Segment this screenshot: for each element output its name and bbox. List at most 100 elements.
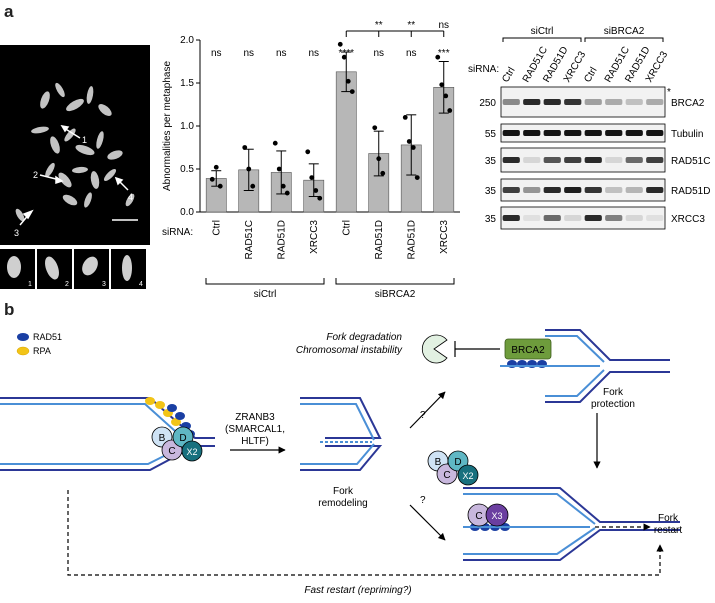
blot-band	[523, 157, 541, 163]
y-tick-label: 0.5	[180, 164, 194, 175]
rad51-legend-marker	[17, 333, 29, 341]
data-point	[276, 166, 282, 172]
inset-label-1: 1	[28, 281, 32, 288]
data-point	[372, 125, 378, 131]
blot-band	[625, 215, 643, 221]
chromosomal-instability-label: Chromosomal instability	[296, 345, 403, 356]
significance-label: ***	[438, 48, 450, 59]
complex-c-label: C	[443, 470, 450, 481]
blot-band	[502, 130, 520, 136]
data-point	[250, 183, 256, 189]
fork1-b-label: B	[159, 433, 166, 444]
data-point	[309, 175, 315, 181]
data-point	[305, 149, 311, 155]
data-point	[410, 145, 416, 150]
blot-group-label: siCtrl	[531, 26, 554, 37]
blot-band	[564, 215, 582, 221]
blot-band	[605, 130, 623, 136]
fast-restart-path	[67, 490, 664, 576]
blot-band	[584, 157, 602, 163]
abnormalities-bar-chart: Abnormalities per metaphase 0.00.51.01.5…	[162, 20, 460, 300]
panel-b-label: b	[4, 300, 15, 319]
fork-restart-line1: Fork	[658, 513, 679, 524]
fast-restart-label: Fast restart (repriming?)	[304, 585, 411, 596]
significance-label: ns	[211, 48, 222, 59]
data-point	[402, 115, 408, 120]
metaphase-micrograph: 1 2 3 4 1 2 3 4	[0, 45, 150, 289]
mw-marker: 55	[485, 129, 497, 140]
restart-c-label: C	[475, 511, 482, 522]
lane-label: Ctrl	[582, 66, 599, 85]
blot-row-label: BRCA2	[671, 98, 705, 109]
blot-strip	[500, 178, 666, 202]
lane-label: Ctrl	[500, 66, 517, 85]
group-bracket	[205, 278, 325, 285]
blot-band	[605, 157, 623, 163]
panel-a-label: a	[4, 2, 14, 21]
data-point	[345, 78, 351, 84]
blot-band	[543, 215, 561, 221]
blot-band	[584, 215, 602, 221]
blot-band	[502, 187, 520, 193]
hltf-label: HLTF)	[241, 436, 269, 447]
data-point	[317, 195, 323, 201]
complex-x2-label: X2	[462, 471, 473, 481]
restarting-fork: C X3	[463, 487, 680, 561]
blot-band	[584, 187, 602, 193]
micro-arrow-label-3: 3	[14, 228, 19, 238]
restart-x3-label: X3	[491, 511, 502, 521]
comparison-label: ns	[438, 20, 449, 31]
data-point	[341, 54, 347, 60]
x-tick-label: XRCC3	[309, 220, 320, 254]
blot-band	[523, 187, 541, 193]
blot-band	[523, 99, 541, 105]
x-tick-label: RAD51D	[374, 220, 385, 259]
fork-protection-line1: Fork	[603, 387, 624, 398]
blot-band	[502, 157, 520, 163]
data-point	[313, 188, 319, 193]
y-tick-label: 2.0	[180, 35, 194, 46]
blot-band	[564, 157, 582, 163]
blot-group-label: siBRCA2	[604, 26, 645, 37]
x-tick-label: RAD51D	[276, 220, 287, 259]
data-point	[284, 190, 290, 196]
micro-arrow-label-1: 1	[82, 135, 87, 145]
data-point	[376, 156, 382, 162]
blot-band	[584, 130, 602, 136]
y-tick-label: 0.0	[180, 207, 194, 218]
significance-label: ****	[338, 48, 354, 59]
blot-group-bracket	[584, 37, 664, 42]
y-tick-label: 1.0	[180, 121, 194, 132]
mw-marker: 35	[485, 214, 497, 225]
comparison-label: **	[407, 20, 415, 31]
x-tick-label: XRCC3	[439, 220, 450, 254]
rad51-legend-label: RAD51	[33, 332, 62, 342]
y-tick-label: 1.5	[180, 78, 194, 89]
blot-strip	[500, 206, 666, 230]
bcdx2-complex: B C D X2	[427, 450, 479, 486]
blot-band	[625, 130, 643, 136]
x-tick-label: Ctrl	[341, 220, 352, 236]
data-point	[213, 164, 219, 170]
blot-band	[625, 99, 643, 105]
mw-marker: 35	[485, 186, 497, 197]
fork-remodeling-line2: remodeling	[318, 498, 367, 509]
data-point	[246, 166, 252, 172]
significance-label: ns	[308, 48, 319, 59]
data-point	[439, 82, 445, 88]
significance-label: ns	[373, 48, 384, 59]
fork-degradation-label: Fork degradation	[326, 332, 402, 343]
smarcal1-label: (SMARCAL1,	[225, 424, 285, 435]
fork1-d-label: D	[179, 433, 186, 444]
data-point	[272, 140, 278, 146]
blot-band	[543, 130, 561, 136]
blot-band	[605, 99, 623, 105]
blot-band	[564, 130, 582, 136]
significance-label: ns	[243, 48, 254, 59]
question-mark-bottom: ?	[420, 495, 426, 506]
significance-label: ns	[276, 48, 287, 59]
fork1-x2-label: X2	[186, 447, 197, 457]
blot-band	[605, 215, 623, 221]
blot-row-label: Tubulin	[671, 129, 703, 140]
blot-strip	[500, 123, 666, 143]
